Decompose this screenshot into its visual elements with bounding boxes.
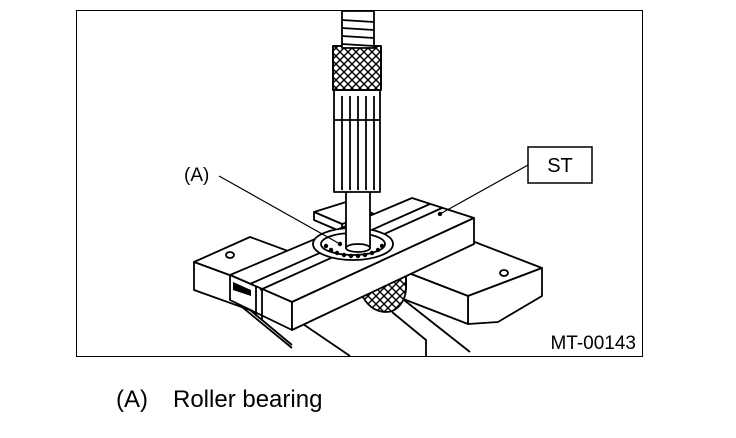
plunger-rod xyxy=(332,11,382,253)
legend-item-code: (A) xyxy=(116,386,148,413)
figure-code: MT-00143 xyxy=(550,333,636,354)
callout-a: (A) xyxy=(184,165,343,247)
legend-item-text: Roller bearing xyxy=(173,386,323,413)
callout-st: ST xyxy=(437,146,593,217)
legend-item: (A) Roller bearing xyxy=(116,386,322,414)
callout-a-label: (A) xyxy=(184,165,209,186)
lower-rails xyxy=(235,299,471,356)
callout-st-box xyxy=(527,146,593,184)
callout-st-label: ST xyxy=(547,155,573,177)
